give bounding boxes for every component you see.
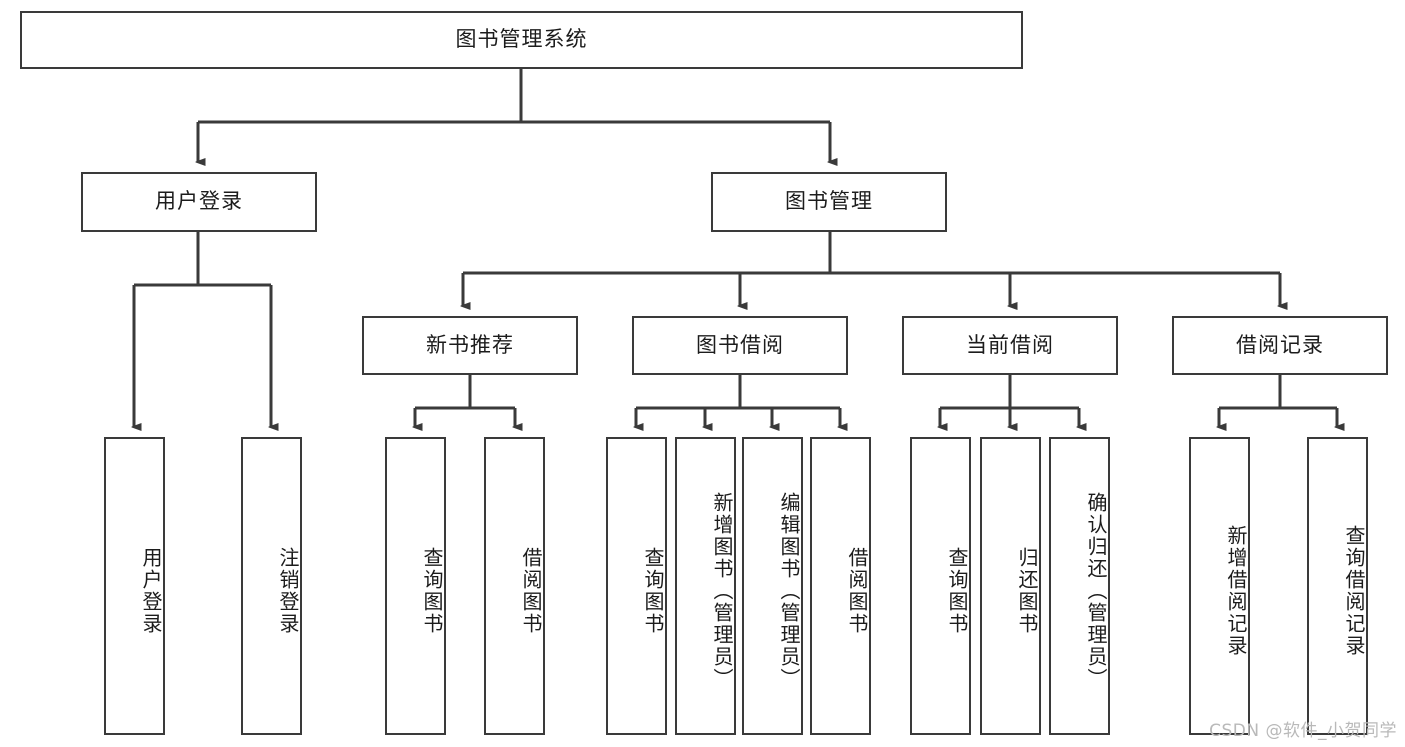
- node-label: 确认归还（管理员）: [1084, 492, 1108, 690]
- node-book-borrow[interactable]: 图书借阅: [632, 316, 848, 375]
- node-book-manage[interactable]: 图书管理: [711, 172, 947, 232]
- edge-group-new-book-rec: [415, 375, 515, 427]
- edge-group-borrow-record: [1219, 375, 1337, 427]
- node-label: 新增借阅记录: [1224, 525, 1248, 657]
- node-leaf-return-book[interactable]: 归还图书: [980, 437, 1041, 735]
- node-label: 新书推荐: [426, 332, 514, 357]
- node-root-system[interactable]: 图书管理系统: [20, 11, 1023, 69]
- node-label: 新增图书（管理员）: [710, 492, 734, 690]
- node-label: 图书借阅: [696, 332, 784, 357]
- node-leaf-query-book-2[interactable]: 查询图书: [606, 437, 667, 735]
- node-leaf-user-logout[interactable]: 注销登录: [241, 437, 302, 735]
- node-label: 注销登录: [276, 547, 300, 635]
- node-leaf-add-book[interactable]: 新增图书（管理员）: [675, 437, 736, 735]
- node-leaf-add-record[interactable]: 新增借阅记录: [1189, 437, 1250, 735]
- node-label: 用户登录: [139, 547, 163, 635]
- node-label: 借阅记录: [1236, 332, 1324, 357]
- node-label: 借阅图书: [845, 547, 869, 635]
- node-leaf-query-record[interactable]: 查询借阅记录: [1307, 437, 1368, 735]
- node-leaf-query-book-3[interactable]: 查询图书: [910, 437, 971, 735]
- node-borrow-record[interactable]: 借阅记录: [1172, 316, 1388, 375]
- node-label: 用户登录: [155, 189, 243, 214]
- node-label: 归还图书: [1015, 547, 1039, 635]
- node-leaf-borrow-book-1[interactable]: 借阅图书: [484, 437, 545, 735]
- edge-group-book-borrow: [636, 375, 840, 427]
- node-label: 查询图书: [641, 547, 665, 635]
- watermark-text: CSDN @软件_小贺同学: [1209, 721, 1397, 741]
- node-leaf-edit-book[interactable]: 编辑图书（管理员）: [742, 437, 803, 735]
- node-label: 图书管理: [785, 189, 873, 214]
- node-new-book-rec[interactable]: 新书推荐: [362, 316, 578, 375]
- node-current-borrow[interactable]: 当前借阅: [902, 316, 1118, 375]
- node-user-login[interactable]: 用户登录: [81, 172, 317, 232]
- node-label: 编辑图书（管理员）: [777, 492, 801, 690]
- node-label: 查询借阅记录: [1342, 525, 1366, 657]
- node-leaf-query-book-1[interactable]: 查询图书: [385, 437, 446, 735]
- edge-group-root: [198, 69, 830, 162]
- node-leaf-user-login[interactable]: 用户登录: [104, 437, 165, 735]
- node-label: 当前借阅: [966, 332, 1054, 357]
- node-label: 图书管理系统: [455, 27, 588, 52]
- node-leaf-confirm-return[interactable]: 确认归还（管理员）: [1049, 437, 1110, 735]
- edge-group-book-manage: [463, 232, 1280, 306]
- node-leaf-borrow-book-2[interactable]: 借阅图书: [810, 437, 871, 735]
- node-label: 查询图书: [945, 547, 969, 635]
- edge-group-user-login: [134, 232, 271, 427]
- node-label: 查询图书: [420, 547, 444, 635]
- node-label: 借阅图书: [519, 547, 543, 635]
- edge-group-current-borrow: [940, 375, 1079, 427]
